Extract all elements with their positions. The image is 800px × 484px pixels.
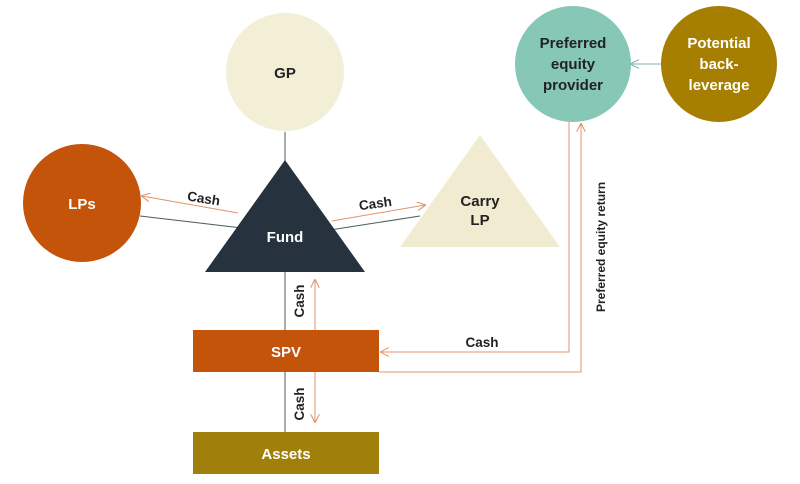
cash-arrow-fund-to-lps: [142, 196, 239, 214]
gp-node: [226, 13, 344, 131]
spv-node: [193, 330, 379, 372]
carry-lp-node: [400, 135, 560, 247]
provider-label-line2: equity: [551, 56, 596, 73]
lps-node: [23, 144, 141, 262]
assets-label: Assets: [261, 446, 310, 463]
preferred-return-arrow: [379, 124, 581, 373]
provider-label-line1: Preferred: [540, 35, 607, 52]
cash-label-spv-to-assets: Cash: [292, 387, 307, 420]
leverage-label-line2: back-: [699, 56, 738, 73]
potential-back-leverage-node: [661, 6, 777, 122]
carry-lp-label-line2: LP: [470, 212, 489, 229]
lps-label: LPs: [68, 196, 96, 213]
carry-lp-label-line1: Carry: [460, 193, 500, 210]
assets-node: [193, 432, 379, 474]
fund-node: [205, 160, 365, 272]
preferred-equity-return-label: Preferred equity return: [594, 182, 608, 312]
cash-label-fund-to-carry: Cash: [358, 194, 393, 213]
cash-label-provider-to-spv: Cash: [465, 335, 498, 350]
lps-fund-connector: [139, 215, 243, 229]
cash-label-fund-to-lps: Cash: [186, 189, 221, 209]
cash-arrow-fund-to-carry: [331, 205, 425, 222]
preferred-equity-provider-node: [515, 6, 631, 122]
fund-label: Fund: [267, 229, 304, 246]
leverage-label-line3: leverage: [689, 77, 750, 94]
gp-label: GP: [274, 65, 296, 82]
fund-carry-connector: [329, 215, 421, 231]
cash-label-spv-to-fund: Cash: [292, 284, 307, 317]
spv-label: SPV: [271, 344, 301, 361]
cash-arrow-provider-to-spv: [381, 118, 570, 352]
provider-label-line3: provider: [543, 77, 603, 94]
leverage-label-line1: Potential: [687, 35, 750, 52]
